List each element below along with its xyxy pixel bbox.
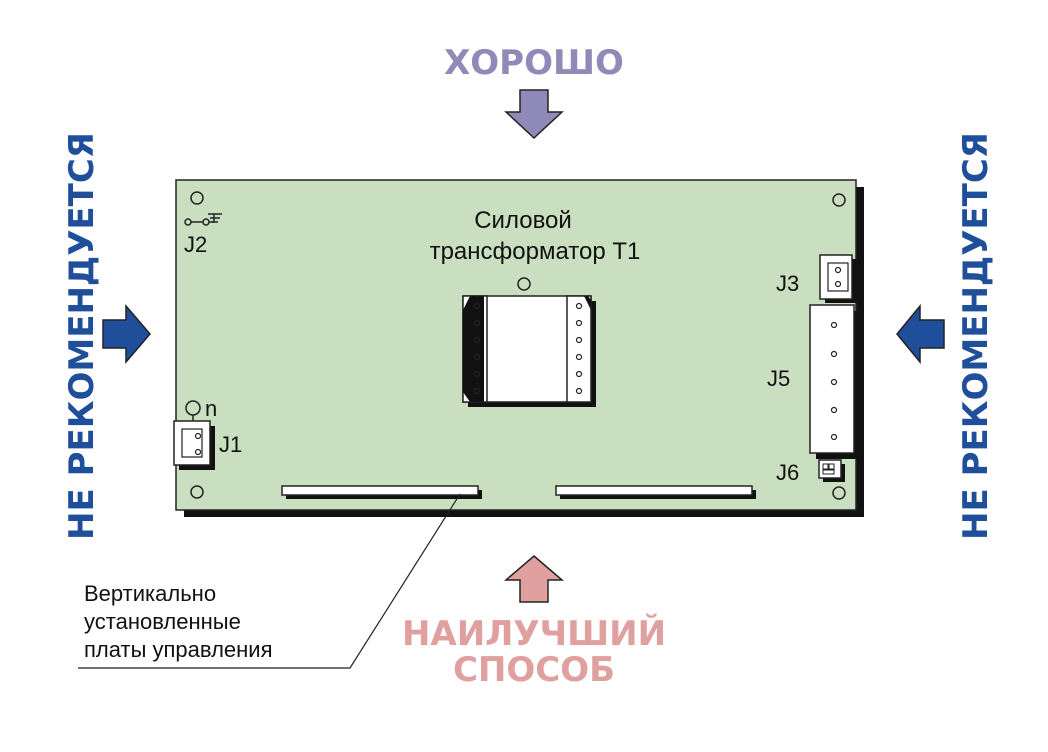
- good-arrow: [504, 89, 564, 140]
- right-not-recommended-arrow: [896, 303, 945, 365]
- transformer-label-line2: трансформатор T1: [430, 238, 641, 265]
- best-label-line1: НАИЛУЧШИЙ: [402, 613, 666, 654]
- best-arrow: [503, 555, 565, 603]
- n-label: n: [205, 396, 217, 421]
- best-label-line2: СПОСОБ: [453, 650, 615, 690]
- j3-connector: [819, 254, 857, 303]
- mounting-hole-bottom-left: [190, 485, 204, 499]
- mounting-hole-top-left: [190, 191, 204, 205]
- j5-label: J5: [767, 366, 790, 391]
- callout-line1: Вертикально: [84, 581, 216, 606]
- callout-line3: платы управления: [84, 637, 273, 662]
- j6-connector: [818, 459, 845, 482]
- j1-label: J1: [219, 432, 242, 457]
- j3-label: J3: [776, 271, 799, 296]
- right-not-recommended-label: НЕ РЕКОМЕНДУЕТСЯ: [956, 132, 996, 540]
- control-board-slot-left: [281, 485, 482, 499]
- mounting-hole-top-right: [832, 193, 846, 207]
- mounting-hole-bottom-right: [832, 486, 846, 500]
- control-board-slot-right: [555, 485, 756, 499]
- transformer-label-line1: Силовой: [474, 207, 572, 234]
- transformer-hole: [517, 277, 531, 291]
- callout-leader-line: [78, 493, 461, 669]
- ground-icon: [184, 213, 222, 226]
- j6-label: J6: [776, 460, 799, 485]
- j1-connector: [173, 420, 215, 470]
- j2-label: J2: [184, 232, 207, 257]
- left-not-recommended-arrow: [102, 303, 151, 365]
- left-not-recommended-label: НЕ РЕКОМЕНДУЕТСЯ: [62, 132, 102, 540]
- n-terminal-icon: [185, 400, 201, 421]
- power-transformer: [462, 295, 596, 407]
- callout-line2: установленные: [84, 609, 241, 634]
- good-label: ХОРОШО: [444, 43, 624, 83]
- j5-connector: [809, 304, 860, 459]
